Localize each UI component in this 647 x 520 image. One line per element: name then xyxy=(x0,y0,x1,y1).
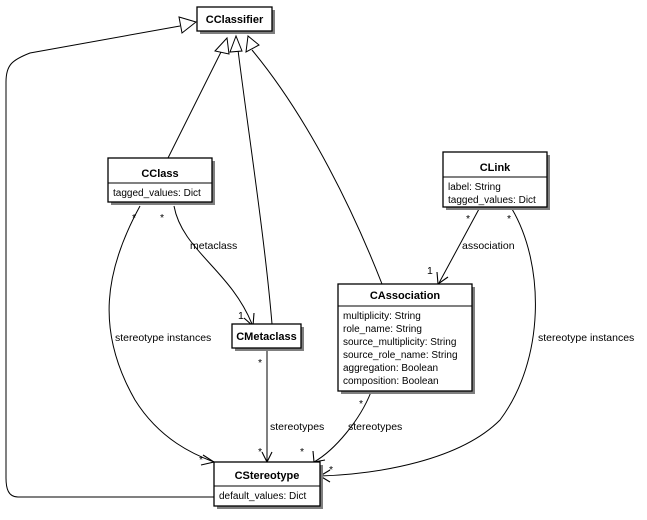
class-cclass-attr: tagged_values: Dict xyxy=(113,188,201,199)
inherit-arrow-from-cclass xyxy=(214,36,230,55)
edge-metaclass xyxy=(173,205,253,325)
inherit-arrow-from-cstereotype xyxy=(178,16,198,34)
class-cmetaclass: CMetaclass xyxy=(231,323,304,351)
class-cassociation-attr-source-role-name: source_role_name: String xyxy=(343,350,458,361)
edge-cclass-to-cclassifier xyxy=(167,49,223,159)
label-link-stereotype-instances: stereotype instances xyxy=(538,332,634,344)
class-clink-name: CLink xyxy=(480,162,511,174)
mult-link-stereotype-target: * xyxy=(329,464,333,476)
label-metaclass-stereotypes: stereotypes xyxy=(270,421,324,433)
class-cassociation-attr-multiplicity: multiplicity: String xyxy=(343,311,421,322)
class-cassociation-name: CAssociation xyxy=(370,290,441,302)
class-clink-attr-label: label: String xyxy=(448,182,501,193)
class-cstereotype-name: CStereotype xyxy=(235,470,300,482)
class-cclass-name: CClass xyxy=(141,168,178,180)
association-arrowhead xyxy=(436,271,449,285)
mult-metaclass-source: * xyxy=(160,212,164,224)
label-association-stereotypes: stereotypes xyxy=(348,421,402,433)
edge-class-stereotype-instances xyxy=(108,205,215,463)
edge-link-stereotype-instances xyxy=(319,208,536,477)
mult-association-target: 1 xyxy=(427,265,433,277)
mult-class-stereotype-source: * xyxy=(132,212,136,224)
edge-association xyxy=(438,208,480,284)
mult-metaclass-stereotypes-source: * xyxy=(258,357,262,369)
class-cstereotype-attr: default_values: Dict xyxy=(219,491,306,502)
inherit-arrow-from-cmetaclass xyxy=(229,34,243,53)
class-cassociation: CAssociation multiplicity: String role_n… xyxy=(337,283,475,394)
class-cassociation-attr-role-name: role_name: String xyxy=(343,324,422,335)
mult-link-stereotype-source: * xyxy=(507,213,511,225)
class-cclassifier-name: CClassifier xyxy=(206,14,264,26)
class-cassociation-attr-source-multiplicity: source_multiplicity: String xyxy=(343,337,456,348)
label-metaclass: metaclass xyxy=(190,240,237,252)
edge-cassociation-to-cclassifier xyxy=(251,49,383,285)
edge-cmetaclass-to-cclassifier xyxy=(237,49,273,325)
inherit-arrow-from-cassociation xyxy=(245,35,260,53)
edge-cstereotype-to-cclassifier xyxy=(5,25,214,498)
mult-association-stereotypes-target: * xyxy=(300,446,304,458)
class-cclass: CClass tagged_values: Dict xyxy=(107,157,215,205)
class-cassociation-attr-composition: composition: Boolean xyxy=(343,376,439,387)
mult-class-stereotype-target: * xyxy=(199,454,203,466)
class-clink-attr-tagged-values: tagged_values: Dict xyxy=(448,195,536,206)
association-stereotypes-arrowhead xyxy=(312,450,326,463)
mult-metaclass-target: 1 xyxy=(238,310,244,322)
label-association: association xyxy=(462,240,515,252)
class-cstereotype: CStereotype default_values: Dict xyxy=(213,461,323,509)
mult-association-source: * xyxy=(466,213,470,225)
edge-association-stereotypes xyxy=(313,391,372,463)
class-cmetaclass-name: CMetaclass xyxy=(236,331,297,343)
class-cassociation-attr-aggregation: aggregation: Boolean xyxy=(343,363,438,374)
class-cclassifier: CClassifier xyxy=(196,6,275,34)
mult-association-stereotypes-source: * xyxy=(359,398,363,410)
class-clink: CLink label: String tagged_values: Dict xyxy=(442,151,550,210)
mult-metaclass-stereotypes-target: * xyxy=(258,446,262,458)
label-class-stereotype-instances: stereotype instances xyxy=(115,332,211,344)
